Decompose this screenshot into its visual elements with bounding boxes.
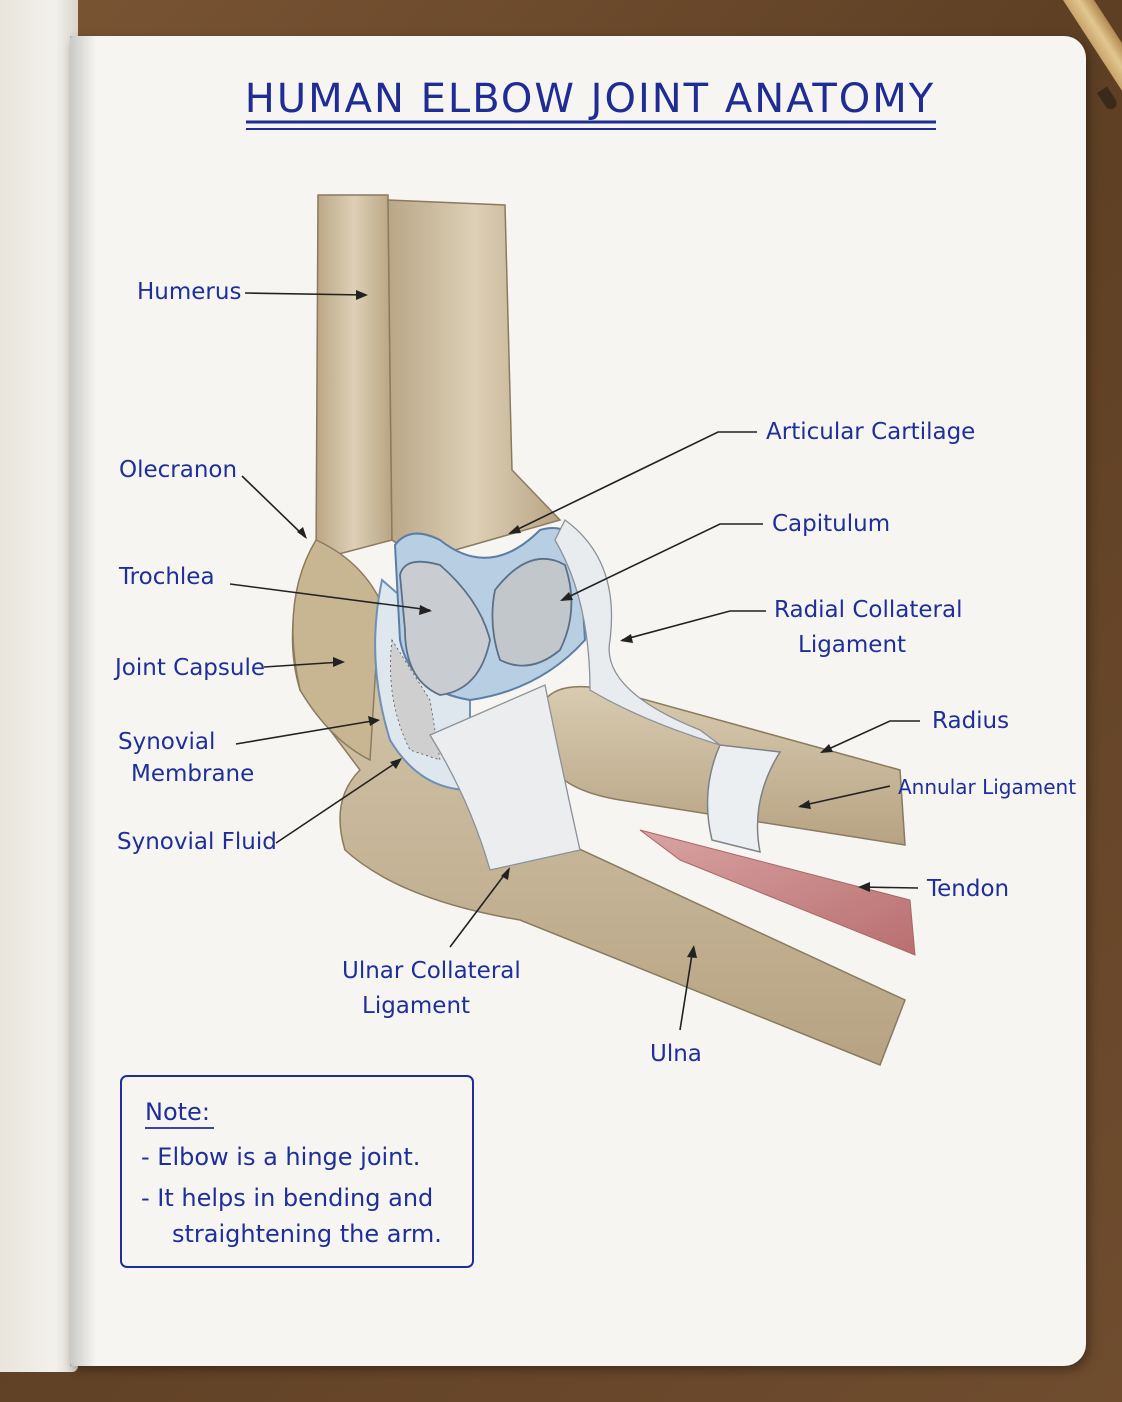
label-synovial-membrane-line2: Membrane (131, 761, 254, 787)
leader-ulna (679, 947, 694, 1031)
humerus-shaft-posterior (315, 194, 393, 561)
humerus-shaft (387, 199, 562, 561)
left-notebook-page (0, 0, 78, 1372)
label-synovial-membrane-line1: Synovial (118, 729, 215, 755)
trochlea (399, 560, 491, 696)
note-line-1: - Elbow is a hinge joint. (141, 1143, 420, 1171)
leader-olecranon (241, 475, 306, 538)
label-joint-capsule: Joint Capsule (113, 655, 265, 681)
leader-joint-capsule (263, 661, 343, 668)
label-radial-collateral-line2: Ligament (798, 632, 906, 658)
note-line-2: - It helps in bending and (141, 1184, 433, 1212)
diagram-title: HUMAN ELBOW JOINT ANATOMY (245, 76, 935, 122)
label-tendon: Tendon (926, 876, 1009, 902)
label-articular-cartilage: Articular Cartilage (766, 419, 975, 445)
label-ulna: Ulna (650, 1041, 702, 1067)
leader-ulnar-collateral (449, 869, 509, 948)
label-olecranon: Olecranon (119, 457, 237, 483)
arrowheads (297, 290, 870, 958)
label-humerus: Humerus (137, 279, 241, 305)
label-ulnar-collateral-line1: Ulnar Collateral (342, 958, 521, 984)
label-capitulum: Capitulum (772, 511, 890, 537)
radial-collateral-ligament (554, 519, 721, 746)
label-trochlea: Trochlea (118, 564, 215, 590)
leader-radial-collateral (621, 610, 766, 641)
leader-radius (821, 720, 920, 753)
leader-humerus (244, 292, 366, 296)
label-radius: Radius (932, 708, 1009, 734)
page-gutter-shadow (70, 36, 96, 1366)
leader-articular-cartilage (509, 431, 757, 534)
label-radial-collateral-line1: Radial Collateral (774, 597, 962, 623)
synovial-fluid (390, 638, 441, 761)
label-ulnar-collateral-line2: Ligament (362, 993, 470, 1019)
label-annular-ligament: Annular Ligament (898, 775, 1076, 799)
note-box (120, 1075, 474, 1268)
leader-trochlea (229, 583, 431, 611)
leader-capitulum (561, 523, 763, 601)
leader-synovial-fluid (275, 759, 401, 844)
note-line-3: straightening the arm. (172, 1220, 442, 1248)
annular-ligament (706, 744, 782, 854)
capitulum (491, 557, 573, 667)
leader-synovial-membrane (235, 719, 379, 745)
label-synovial-fluid: Synovial Fluid (117, 829, 277, 855)
note-heading: Note: (145, 1098, 210, 1126)
leader-annular-ligament (799, 785, 891, 807)
tendon (639, 829, 916, 956)
ulnar-collateral-ligament (429, 684, 581, 871)
